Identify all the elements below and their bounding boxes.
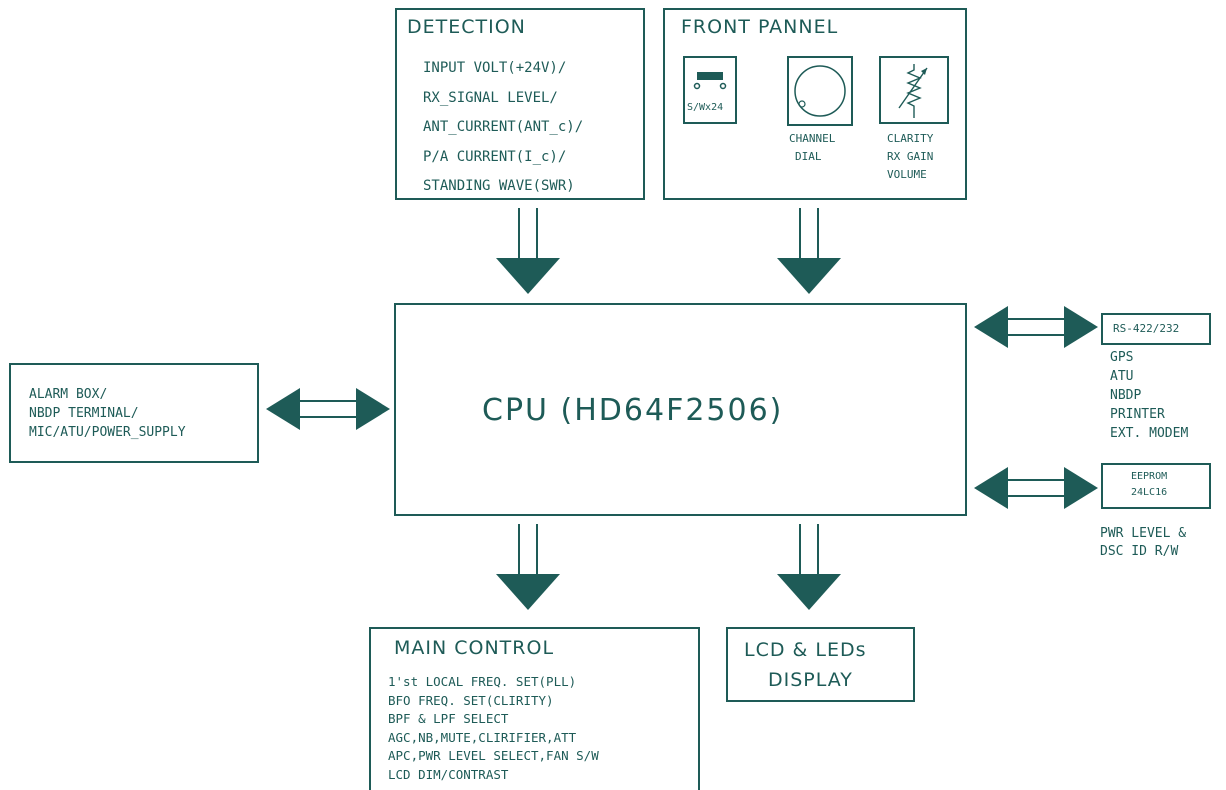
eeprom-note-line1: PWR LEVEL &	[1100, 526, 1187, 541]
list-item: MIC/ATU/POWER_SUPPLY	[29, 425, 186, 440]
list-item: LCD DIM/CONTRAST	[388, 766, 509, 782]
arrow-cpu-to-lcd	[777, 524, 841, 610]
arrow-cpu-to-maincontrol	[496, 524, 560, 610]
detection-box: DETECTION INPUT VOLT(+24V)/ RX_SIGNAL LE…	[395, 8, 645, 200]
eeprom-label-line1: EEPROM	[1131, 471, 1168, 482]
list-item: NBDP TERMINAL/	[29, 406, 139, 421]
list-item: ATU	[1110, 369, 1134, 384]
rs422-label: RS-422/232	[1113, 322, 1180, 335]
arrow-cpu-rs422-bidirectional	[974, 306, 1098, 348]
dial-label-line2: DIAL	[795, 150, 822, 163]
lcd-display-box: LCD & LEDs DISPLAY	[726, 627, 915, 702]
switch-icon-box: S/Wx24	[683, 56, 737, 124]
list-item: AGC,NB,MUTE,CLIRIFIER,ATT	[388, 729, 577, 745]
list-item: GPS	[1110, 350, 1134, 365]
arrow-frontpanel-to-cpu	[777, 208, 841, 294]
variable-resistor-icon	[898, 64, 928, 118]
lcd-label-line1: LCD & LEDs	[744, 639, 867, 661]
list-item: PRINTER	[1110, 407, 1165, 422]
peripheral-terminal-box: ALARM BOX/ NBDP TERMINAL/ MIC/ATU/POWER_…	[9, 363, 259, 463]
list-item: ALARM BOX/	[29, 387, 108, 402]
eeprom-label-line2: 24LC16	[1131, 487, 1168, 498]
cpu-label: CPU (HD64F2506)	[482, 393, 784, 428]
list-item: RX_SIGNAL LEVEL/	[423, 89, 558, 106]
list-item: NBDP	[1110, 388, 1142, 403]
list-item: P/A CURRENT(I_c)/	[423, 148, 567, 165]
eeprom-note-line2: DSC ID R/W	[1100, 544, 1179, 559]
peripheral-list: ALARM BOX/ NBDP TERMINAL/ MIC/ATU/POWER_…	[29, 385, 186, 442]
lcd-label-line2: DISPLAY	[768, 669, 853, 691]
pot-label-line2: RX GAIN	[887, 150, 934, 163]
list-item: EXT. MODEM	[1110, 426, 1189, 441]
cpu-box: CPU (HD64F2506)	[394, 303, 967, 516]
list-item: 1'st LOCAL FREQ. SET(PLL)	[388, 674, 577, 689]
list-item: ANT_CURRENT(ANT_c)/	[423, 119, 584, 135]
detection-list: INPUT VOLT(+24V)/ RX_SIGNAL LEVEL/ ANT_C…	[423, 54, 583, 202]
list-item: BFO FREQ. SET(CLIRITY)	[388, 692, 554, 708]
arrow-leftbox-cpu-bidirectional	[266, 388, 390, 430]
dial-label-line1: CHANNEL	[789, 132, 836, 145]
switch-icon	[693, 72, 727, 90]
switch-label: S/Wx24	[687, 102, 724, 113]
rs422-box: RS-422/232	[1101, 313, 1211, 345]
arrow-cpu-eeprom-bidirectional	[974, 467, 1098, 509]
pot-label-line1: CLARITY	[887, 132, 934, 145]
list-item: BPF & LPF SELECT	[388, 711, 509, 726]
dial-icon-box	[787, 56, 853, 126]
pot-label-line3: VOLUME	[887, 168, 927, 181]
main-control-list: 1'st LOCAL FREQ. SET(PLL) BFO FREQ. SET(…	[388, 673, 599, 784]
channel-dial-icon	[794, 65, 846, 117]
rs422-device-list: GPS ATU NBDP PRINTER EXT. MODEM	[1110, 348, 1188, 443]
list-item: STANDING WAVE(SWR)	[423, 178, 575, 194]
detection-title: DETECTION	[407, 16, 526, 38]
front-panel-title: FRONT PANNEL	[681, 16, 839, 38]
list-item: INPUT VOLT(+24V)/	[423, 60, 567, 76]
arrow-detection-to-cpu	[496, 208, 560, 294]
main-control-title: MAIN CONTROL	[394, 637, 555, 659]
front-panel-box: FRONT PANNEL S/Wx24 CHANNEL DIAL CLARITY…	[663, 8, 967, 200]
list-item: APC,PWR LEVEL SELECT,FAN S/W	[388, 748, 599, 763]
pot-icon-box	[879, 56, 949, 124]
eeprom-box: EEPROM 24LC16	[1101, 463, 1211, 509]
main-control-box: MAIN CONTROL 1'st LOCAL FREQ. SET(PLL) B…	[369, 627, 700, 790]
